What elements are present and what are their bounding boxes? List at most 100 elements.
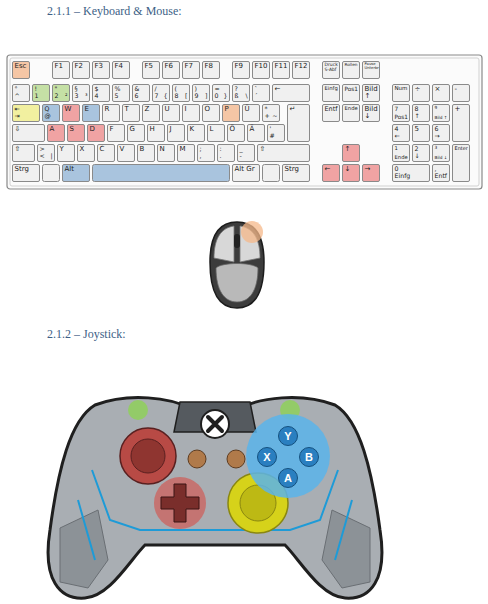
key-label: F6 [165, 63, 178, 70]
key-label: ↵ [290, 106, 308, 113]
key-label: Rollen [345, 63, 358, 67]
key-label: 4 [95, 93, 108, 100]
key-label: / [155, 86, 168, 93]
keyboard-key: - [452, 84, 470, 102]
key-label: Einfg [395, 173, 428, 180]
mouse-body [210, 222, 264, 308]
keyboard-key: ?ß\ [232, 84, 250, 102]
keyboard-key: F4 [112, 61, 130, 79]
keyboard-frame [7, 55, 482, 189]
key-label: Alt [65, 166, 88, 173]
key-label: Einfg [325, 86, 338, 92]
blank-key [43, 165, 60, 182]
keyboard-key: Esc [12, 61, 30, 79]
key-label: ⇤ [15, 106, 38, 113]
key-label: Num [395, 86, 408, 92]
key-label: Ende [395, 155, 408, 161]
key-label: Strg [15, 166, 38, 173]
key-label: ³ [75, 93, 88, 100]
key-label: 6 [435, 126, 448, 133]
controller-illustration [48, 398, 382, 599]
key-label: * [265, 106, 278, 113]
key-label: F1 [55, 63, 68, 70]
key-label: F2 [75, 63, 88, 70]
keyboard-key: ↑ [342, 144, 360, 162]
key-label: Ü [245, 106, 258, 113]
keyboard-key: T [122, 104, 140, 122]
key-label: F11 [275, 63, 288, 70]
button-letter: A [284, 473, 292, 484]
key-label: Entf [325, 106, 338, 113]
keyboard-key: (8[ [172, 84, 190, 102]
keyboard-key: !1 [32, 84, 50, 102]
face-button: X [257, 447, 277, 467]
key-label: F5 [145, 63, 158, 70]
key-label: @ [45, 113, 58, 120]
key-label: 5 [415, 126, 428, 133]
key-label: W [65, 106, 78, 113]
keyboard-key: ↓ [342, 164, 360, 182]
keyboard-key: Ä [247, 124, 265, 142]
key-label: F10 [255, 63, 268, 70]
face-button: B [299, 447, 319, 467]
keyboard-key: Alt [62, 164, 90, 182]
keyboard-key: ⇧ [12, 144, 35, 162]
key-label: 0 [395, 166, 428, 173]
accent-line [335, 500, 352, 560]
left-stick-cap [131, 439, 165, 473]
keyboard-key: Enter [452, 144, 470, 182]
keyboard-key: `´ [252, 84, 270, 102]
key-label: 3 [435, 146, 448, 150]
keyboard-key: 6→ [432, 124, 450, 142]
face-button-area [246, 414, 330, 498]
controller-body [48, 398, 382, 599]
key-label: ↑ [345, 146, 358, 153]
key-label: $ [95, 86, 108, 93]
keyboard-key: Druck S-Abf [322, 61, 340, 79]
key-label: Ö [230, 126, 243, 133]
key-label: # [270, 133, 283, 140]
key-label: Alt Gr [235, 166, 258, 173]
key-label: ! [35, 86, 48, 93]
guide-button [201, 410, 229, 438]
key-label: 5 [115, 93, 128, 100]
key-label: P [225, 106, 238, 113]
keyboard-key: &6 [132, 84, 150, 102]
keyboard-key: §3³ [72, 84, 90, 102]
key-label: U [165, 106, 178, 113]
key-label: ^ [15, 93, 28, 100]
keyboard-key: F9 [232, 61, 250, 79]
keyboard-key: 7Pos1 [392, 104, 410, 122]
key-label: 6 [135, 93, 148, 100]
key-label: F3 [95, 63, 108, 70]
key-label: 1 [395, 146, 408, 152]
keyboard-key: F [107, 124, 125, 142]
keyboard-key: ← [272, 84, 310, 102]
key-label: ↓ [415, 153, 428, 160]
keyboard-key: ⇧ [257, 144, 310, 162]
key-label: 2 [415, 146, 428, 153]
face-button: Y [278, 426, 298, 446]
keyboard-key: Ende [342, 104, 360, 122]
keyboard-key: X [77, 144, 95, 162]
mouse-left-button [214, 226, 234, 262]
key-label: H [150, 126, 163, 133]
mouse-palm [216, 264, 258, 303]
keyboard-key: + [452, 104, 470, 142]
key-label: ' [270, 126, 283, 133]
keyboard-key: F8 [202, 61, 220, 79]
key-label: 1 [35, 93, 48, 100]
key-label: ° [15, 86, 28, 93]
key-label: & [135, 86, 148, 93]
keyboard-key: M [177, 144, 195, 162]
key-label: Z [145, 106, 158, 113]
key-label: Pos1 [345, 86, 358, 92]
key-label: " [55, 86, 68, 93]
keyboard-key: F6 [162, 61, 180, 79]
keyboard-key: F1 [52, 61, 70, 79]
keyboard-key: /7{ [152, 84, 170, 102]
key-label: F8 [205, 63, 218, 70]
key-label: Bild ↑ [365, 86, 378, 101]
keyboard-key: U [162, 104, 180, 122]
